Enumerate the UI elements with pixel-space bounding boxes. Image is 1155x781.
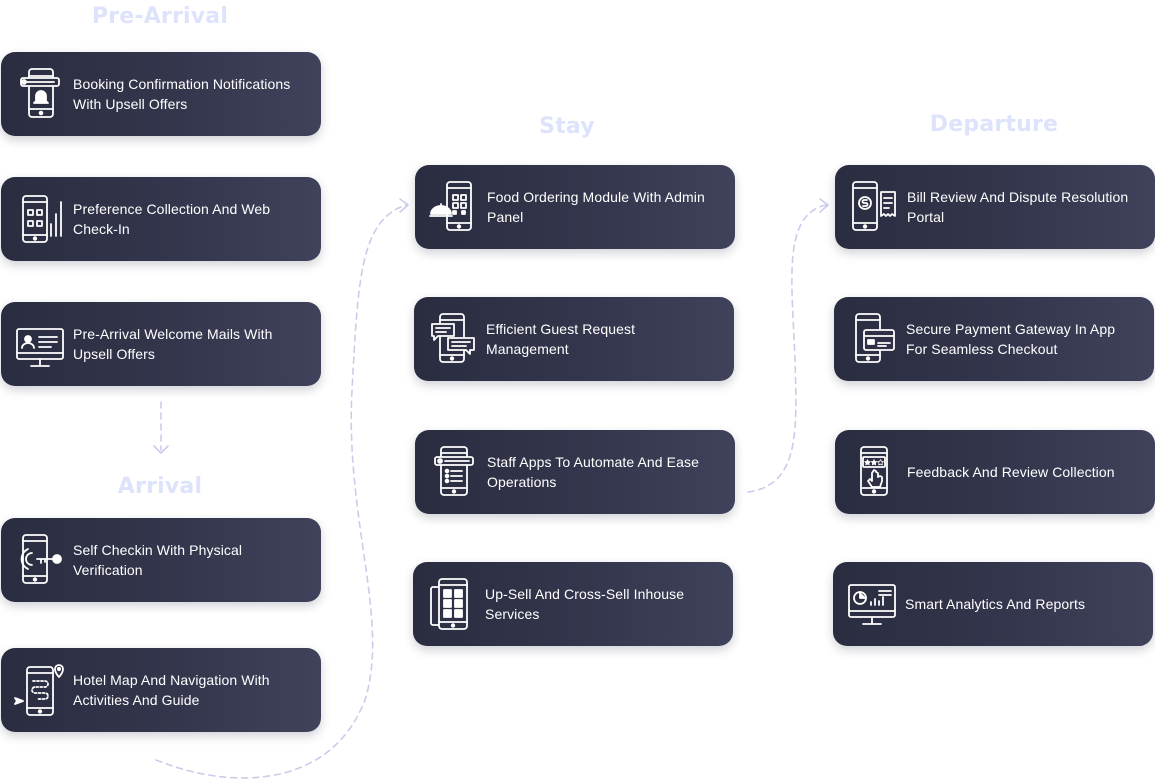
card-booking-confirmation: Booking Confirmation Notifications With … [1, 52, 321, 136]
phone-grid-icon [427, 575, 477, 633]
heading-stay: Stay [539, 114, 595, 139]
arrowhead-down [153, 445, 169, 454]
heading-departure: Departure [929, 112, 1059, 137]
heading-arrival: Arrival [117, 474, 203, 499]
card-label: Self Checkin With Physical Verification [73, 542, 243, 578]
card-self-checkin: Self Checkin With Physical Verification [1, 518, 321, 602]
card-label: Feedback And Review Collection [907, 464, 1115, 480]
phone-qr-food-icon [429, 178, 479, 236]
phone-nfc-key-icon [15, 531, 65, 589]
card-label: Booking Confirmation Notifications With … [73, 76, 291, 112]
card-payment-gateway: Secure Payment Gateway In App For Seamle… [834, 297, 1154, 381]
card-feedback: Feedback And Review Collection [835, 430, 1155, 514]
card-analytics: Smart Analytics And Reports [833, 562, 1153, 646]
card-label: Food Ordering Module With Admin Panel [487, 189, 705, 225]
phone-notification-icon [15, 65, 65, 123]
card-staff-apps: Staff Apps To Automate And Ease Operatio… [415, 430, 735, 514]
card-label: Pre-Arrival Welcome Mails With Upsell Of… [73, 326, 273, 362]
card-label: Preference Collection And Web Check-In [73, 201, 271, 237]
card-welcome-mails: Pre-Arrival Welcome Mails With Upsell Of… [1, 302, 321, 386]
connector-stay-to-departure [747, 204, 827, 493]
card-preference-collection: Preference Collection And Web Check-In [1, 177, 321, 261]
phone-map-pin-icon [14, 661, 65, 719]
card-label: Staff Apps To Automate And Ease Operatio… [487, 454, 699, 490]
card-upsell: Up-Sell And Cross-Sell Inhouse Services [413, 562, 733, 646]
card-label: Hotel Map And Navigation With Activities… [73, 672, 270, 708]
phone-chat-icon [428, 310, 478, 368]
connector-arrival-to-stay [155, 204, 407, 779]
card-bill-review: Bill Review And Dispute Resolution Porta… [835, 165, 1155, 249]
card-label: Secure Payment Gateway In App For Seamle… [906, 321, 1116, 357]
monitor-chart-icon [847, 575, 897, 633]
heading-pre-arrival: Pre-Arrival [91, 4, 229, 29]
card-label: Bill Review And Dispute Resolution Porta… [907, 189, 1129, 225]
desktop-user-icon [15, 315, 65, 373]
card-hotel-map: Hotel Map And Navigation With Activities… [1, 648, 321, 732]
phone-bill-icon [849, 178, 899, 236]
arrowhead-departure [819, 198, 829, 213]
phone-list-icon [429, 443, 479, 501]
card-label: Up-Sell And Cross-Sell Inhouse Services [485, 586, 685, 622]
card-guest-request: Efficient Guest Request Management [414, 297, 734, 381]
phone-card-icon [848, 310, 898, 368]
card-label: Efficient Guest Request Management [486, 321, 636, 357]
arrowhead-stay [399, 198, 409, 213]
card-label: Smart Analytics And Reports [905, 596, 1086, 612]
card-food-ordering: Food Ordering Module With Admin Panel [415, 165, 735, 249]
phone-rating-icon [849, 443, 899, 501]
phone-preferences-icon [15, 190, 65, 248]
